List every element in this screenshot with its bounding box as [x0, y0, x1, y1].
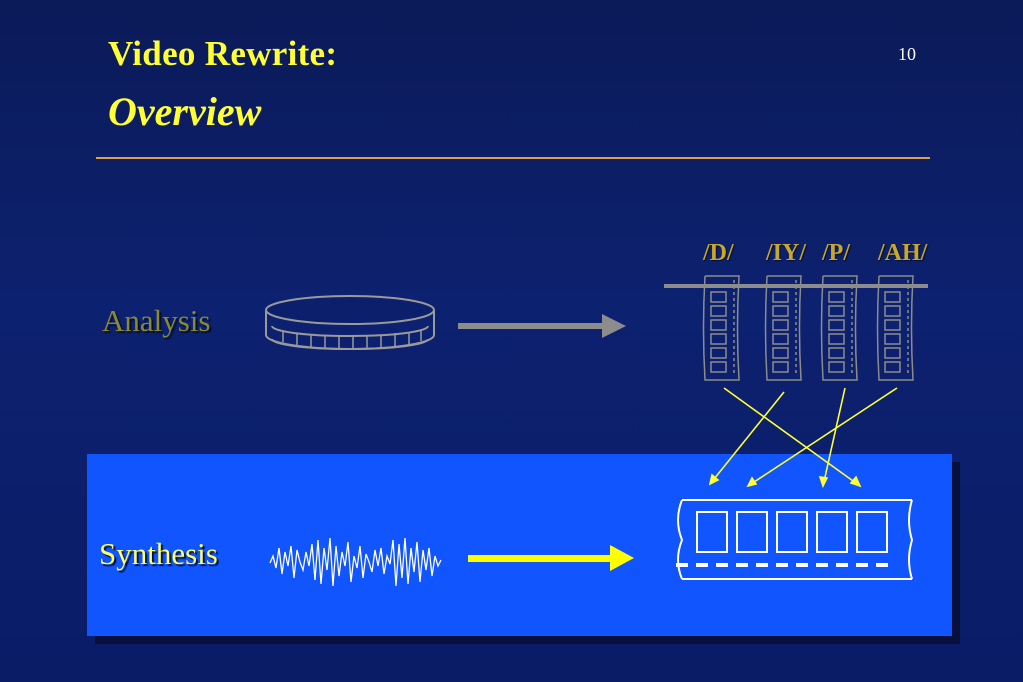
- phoneme-strips: [702, 275, 914, 381]
- title-line-1: Video Rewrite:: [108, 34, 338, 73]
- phoneme-strip-p: [820, 275, 858, 381]
- phoneme-label-d: /D/: [703, 240, 734, 266]
- slide-number: 10: [898, 44, 916, 64]
- phoneme-track-bar: [664, 284, 928, 288]
- phoneme-strip-iy: [764, 275, 802, 381]
- waveform-icon: [269, 537, 442, 587]
- analysis-arrow: [458, 314, 626, 338]
- synthesis-arrow: [468, 545, 634, 571]
- connector-lines: [708, 387, 898, 489]
- phoneme-label-ah: /AH/: [878, 240, 928, 266]
- film-reel-icon: [265, 295, 435, 350]
- phoneme-label-iy: /IY/: [766, 240, 807, 266]
- filmstrip-icon: [676, 499, 914, 580]
- phoneme-strip-d: [702, 275, 740, 381]
- title-line-2: Overview: [108, 89, 262, 134]
- phoneme-label-p: /P/: [822, 240, 850, 266]
- synthesis-label: Synthesis: [99, 536, 218, 571]
- title-divider: [96, 157, 930, 159]
- phoneme-strip-ah: [876, 275, 914, 381]
- analysis-label: Analysis: [102, 303, 211, 338]
